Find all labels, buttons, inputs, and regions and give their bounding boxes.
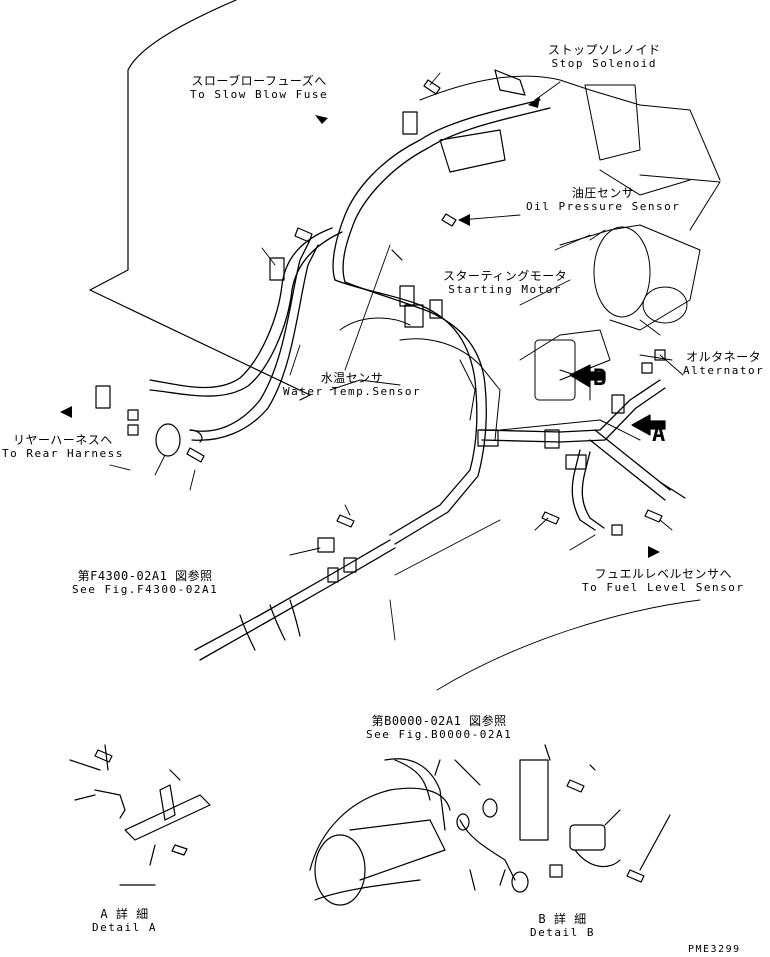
label-slow-blow-fuse-en: To Slow Blow Fuse bbox=[190, 88, 329, 101]
label-detail-a-en: Detail A bbox=[92, 921, 157, 934]
label-detail-a: A 詳 細 Detail A bbox=[92, 907, 157, 935]
label-oil-pressure-sensor-en: Oil Pressure Sensor bbox=[526, 200, 681, 213]
label-fuel-level-sensor: フュエルレベルセンサへ To Fuel Level Sensor bbox=[582, 567, 745, 595]
label-stop-solenoid: ストップソレノイド Stop Solenoid bbox=[548, 43, 661, 71]
left-harness-tail bbox=[239, 599, 301, 651]
label-detail-b: B 詳 細 Detail B bbox=[530, 912, 595, 940]
clamps bbox=[269, 111, 625, 553]
view-separator bbox=[389, 519, 701, 691]
engine-body bbox=[329, 75, 721, 441]
label-starting-motor-en: Starting Motor bbox=[448, 283, 562, 296]
bolts bbox=[186, 79, 663, 528]
label-slow-blow-fuse-jp: スローブローフューズへ bbox=[191, 74, 327, 88]
label-stop-solenoid-jp: ストップソレノイド bbox=[548, 43, 661, 57]
label-detail-a-jp: A 詳 細 bbox=[100, 907, 149, 921]
detail-a-drawing bbox=[69, 744, 211, 886]
label-water-temp-sensor: 水温センサ Water Temp.Sensor bbox=[283, 371, 422, 399]
label-alternator-en: Alternator bbox=[683, 364, 765, 377]
label-alternator-jp: オルタネータ bbox=[686, 350, 762, 364]
label-see-fig-f4300: 第F4300-02A1 図参照 See Fig.F4300-02A1 bbox=[72, 569, 219, 597]
label-arrowheads bbox=[60, 96, 660, 558]
label-see-fig-f4300-en: See Fig.F4300-02A1 bbox=[72, 583, 219, 596]
label-stop-solenoid-en: Stop Solenoid bbox=[551, 57, 658, 70]
label-see-fig-f4300-jp: 第F4300-02A1 図参照 bbox=[77, 569, 213, 583]
label-rear-harness: リヤーハーネスへ To Rear Harness bbox=[2, 433, 124, 461]
drawing-number: PME3299 bbox=[688, 944, 741, 955]
label-see-fig-b0000-en: See Fig.B0000-02A1 bbox=[366, 728, 513, 741]
label-rear-harness-jp: リヤーハーネスへ bbox=[13, 433, 113, 447]
main-harness bbox=[149, 99, 671, 661]
label-starting-motor: スターティングモータ Starting Motor bbox=[443, 269, 568, 297]
label-fuel-level-sensor-jp: フュエルレベルセンサへ bbox=[594, 567, 732, 581]
frame-panel bbox=[89, 0, 311, 401]
label-fuel-level-sensor-en: To Fuel Level Sensor bbox=[582, 581, 745, 594]
label-slow-blow-fuse: スローブローフューズへ To Slow Blow Fuse bbox=[190, 74, 329, 102]
detail-b-drawing bbox=[309, 744, 671, 906]
label-detail-b-jp: B 詳 細 bbox=[538, 912, 587, 926]
connectors bbox=[95, 69, 686, 583]
label-detail-b-en: Detail B bbox=[530, 926, 595, 939]
view-marker-a: A bbox=[652, 422, 666, 447]
label-starting-motor-jp: スターティングモータ bbox=[443, 269, 568, 283]
view-marker-b: B bbox=[593, 366, 607, 391]
view-arrows bbox=[569, 364, 666, 436]
label-oil-pressure-sensor-jp: 油圧センサ bbox=[571, 186, 635, 200]
label-water-temp-sensor-en: Water Temp.Sensor bbox=[283, 385, 422, 398]
label-rear-harness-en: To Rear Harness bbox=[2, 447, 124, 460]
label-oil-pressure-sensor: 油圧センサ Oil Pressure Sensor bbox=[526, 186, 681, 214]
label-water-temp-sensor-jp: 水温センサ bbox=[320, 371, 384, 385]
label-see-fig-b0000: 第B0000-02A1 図参照 See Fig.B0000-02A1 bbox=[366, 714, 513, 742]
label-see-fig-b0000-jp: 第B0000-02A1 図参照 bbox=[371, 714, 507, 728]
label-alternator: オルタネータ Alternator bbox=[683, 350, 765, 378]
